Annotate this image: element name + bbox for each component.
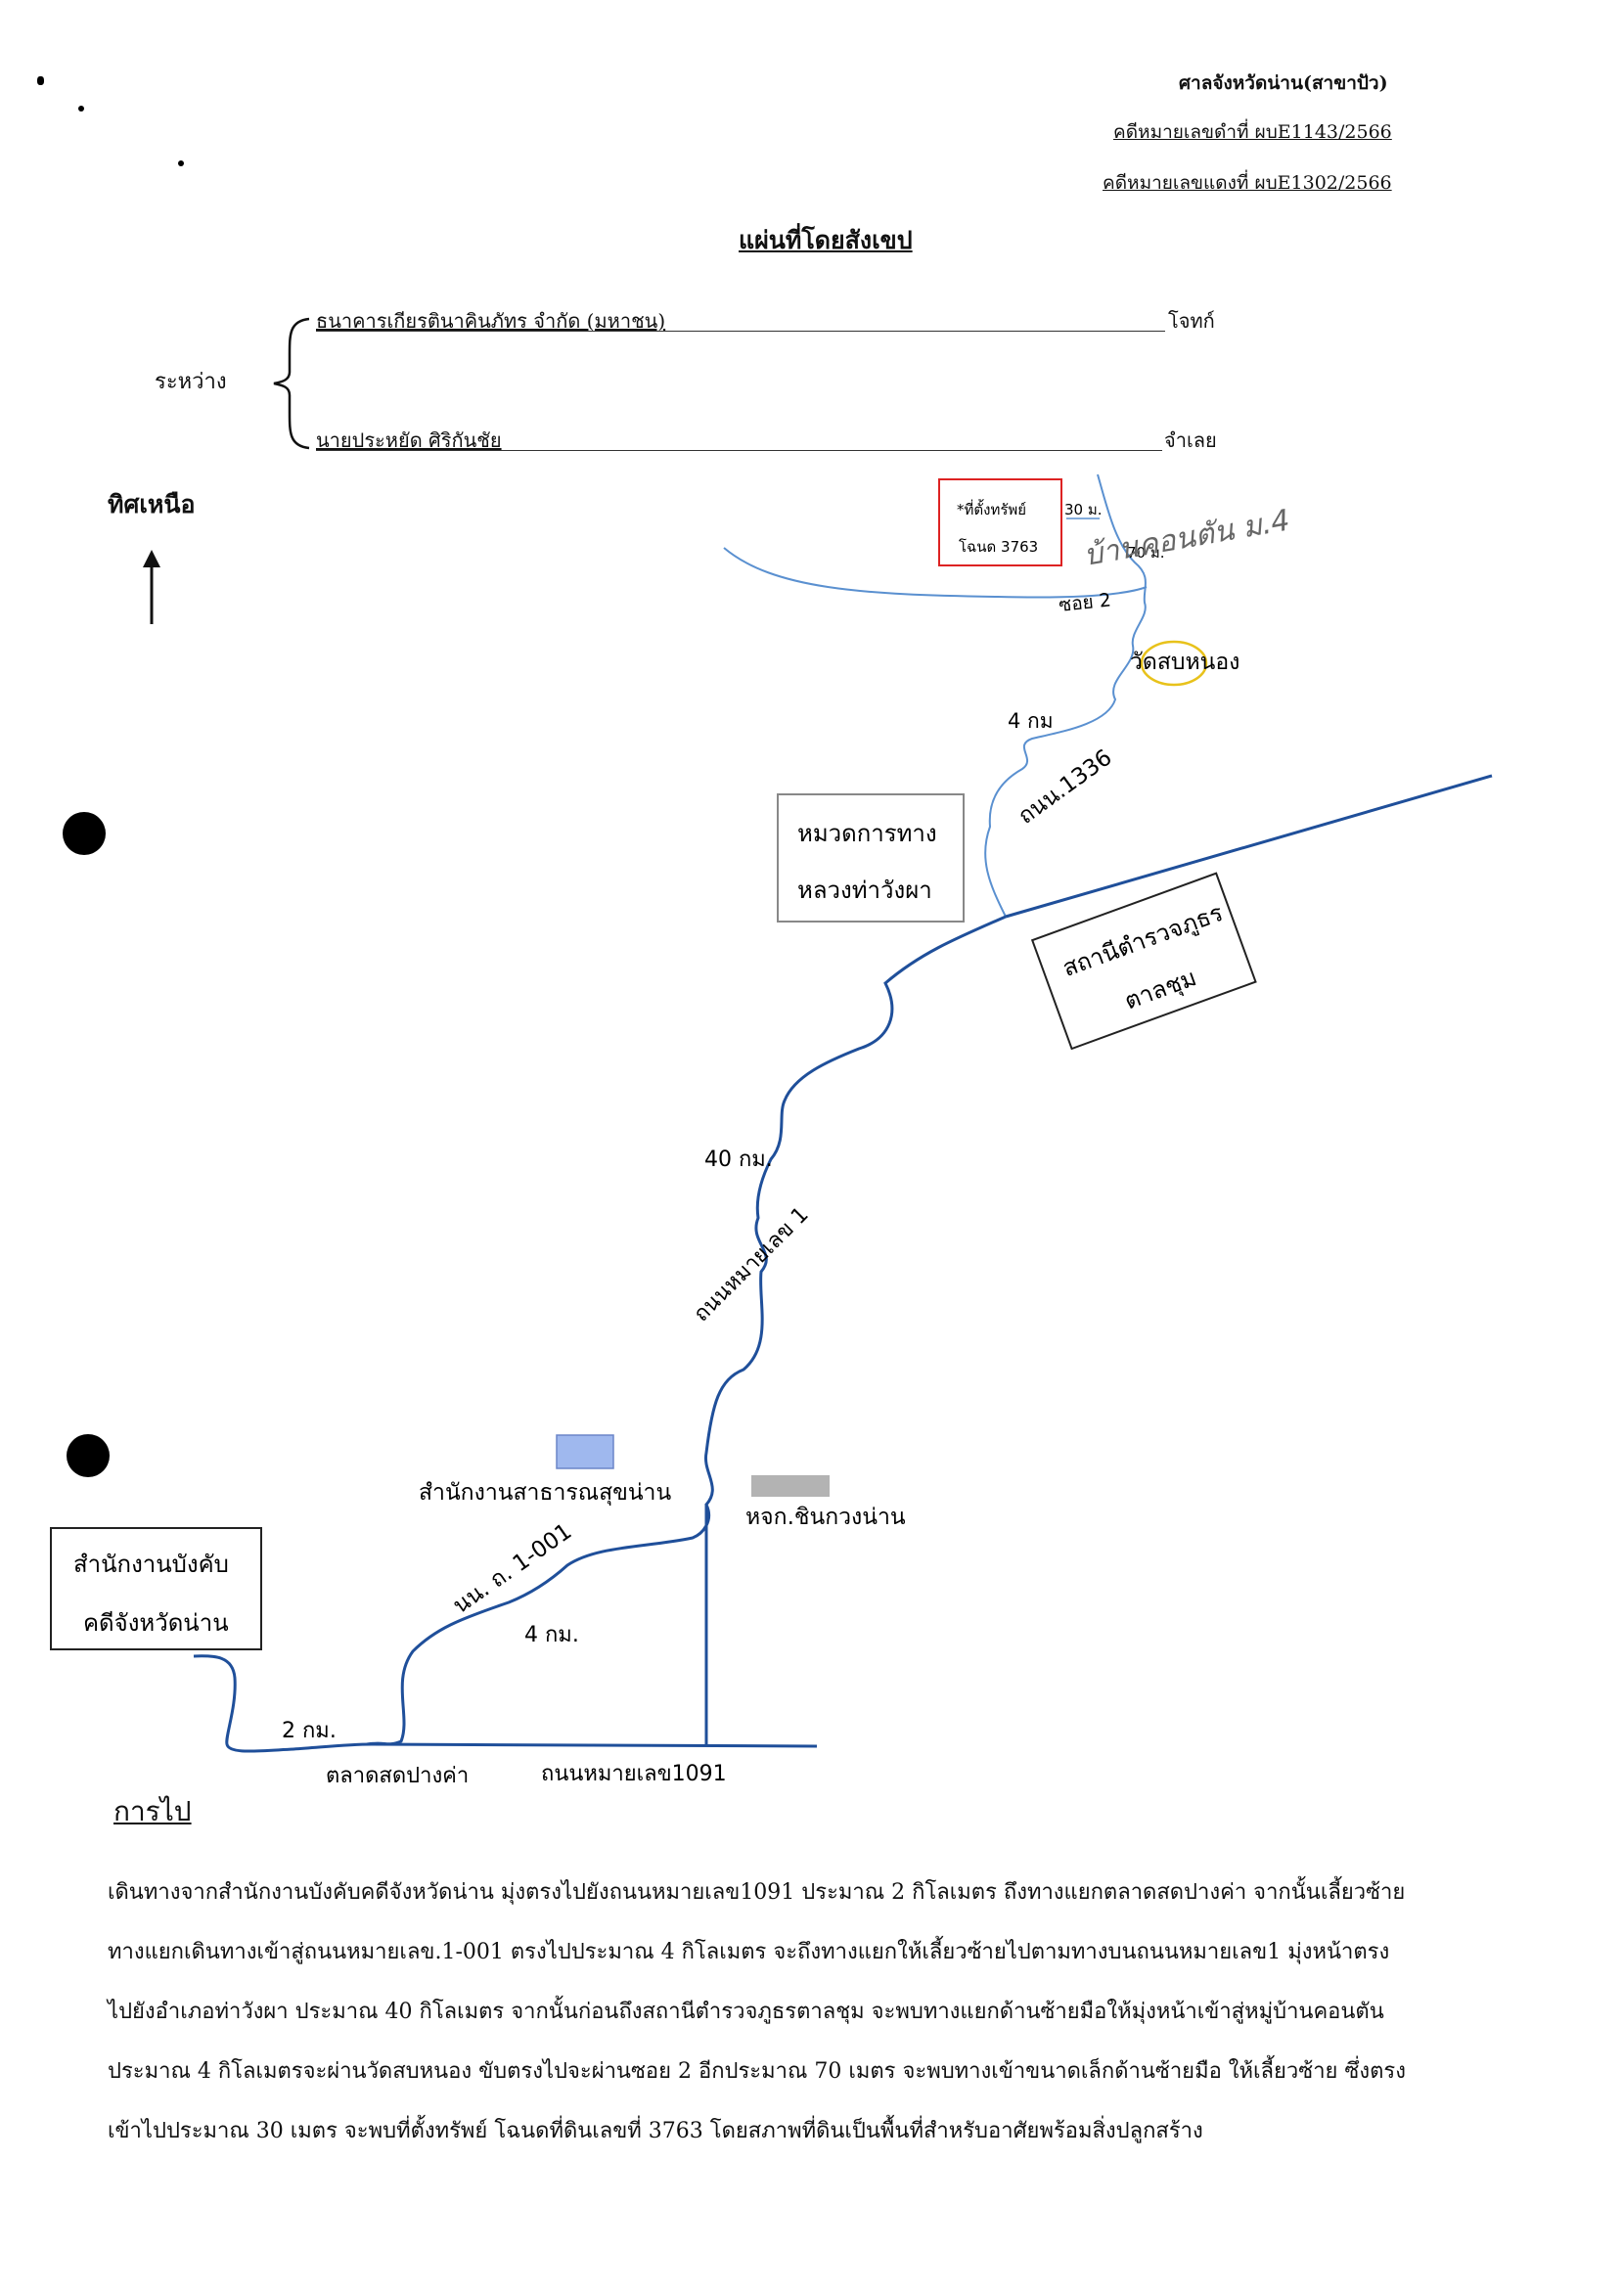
highway-1-label: ถนนหมายเลข 1: [690, 1202, 814, 1327]
health-office-label: สำนักงานสาธารณสุขน่าน: [419, 1480, 671, 1506]
page-title: แผ่นที่โดยสังเขป: [739, 226, 913, 254]
distance-4km-top: 4 กม: [1008, 709, 1054, 733]
property-label-2: โฉนด 3763: [959, 538, 1038, 556]
defendant-line: [316, 450, 1162, 451]
road-1091: [193, 1654, 818, 1753]
enforcement-office-label-1: สำนักงานบังคับ: [73, 1551, 229, 1578]
directions-line: ไปยังอำเภอท่าวังผา ประมาณ 40 กิโลเมตร จา…: [108, 2000, 1384, 2024]
temple-label: วัดสบหนอง: [1130, 650, 1239, 675]
health-office-marker: [556, 1434, 614, 1469]
soi-2-road: [723, 547, 1148, 599]
directions-line: เข้าไปประมาณ 30 เมตร จะพบที่ตั้งทรัพย์ โ…: [108, 2119, 1203, 2143]
police-station-box: [1030, 872, 1257, 1051]
plaintiff-name: ธนาคารเกียรตินาคินภัทร จำกัด (มหาชน): [316, 309, 666, 333]
distance-2km: 2 กม.: [282, 1719, 337, 1743]
temple-marker: [1140, 640, 1208, 687]
plaintiff-role: โจทก์: [1168, 309, 1215, 333]
north-label: ทิศเหนือ: [108, 490, 196, 518]
highway-office-label-2: หลวงท่าวังผา: [797, 877, 932, 904]
handwritten-village-note: บ้านคอนตัน ม.4: [1081, 503, 1292, 572]
enforcement-office-box: [50, 1527, 262, 1650]
punch-hole-bottom: [67, 1434, 110, 1477]
route-map: *ที่ตั้งทรัพย์ โฉนด 3763 30 ม. 70 ม. บ้า…: [50, 473, 1493, 1788]
scan-speck: [78, 106, 84, 112]
road-1336-label: ถนน.1336: [1014, 744, 1116, 829]
black-case-number: คดีหมายเลขดำที่ ผบE1143/2566: [1113, 121, 1392, 143]
between-label: ระหว่าง: [155, 370, 227, 394]
property-label-1: *ที่ตั้งทรัพย์: [957, 499, 1026, 518]
defendant-role: จำเลย: [1164, 428, 1217, 452]
north-arrow-icon: [143, 550, 160, 624]
dealer-marker: [751, 1475, 830, 1497]
market-label: ตลาดสดปางค่า: [326, 1764, 469, 1788]
dealer-label: หจก.ชินกวงน่าน: [745, 1505, 906, 1530]
distance-4km-bottom: 4 กม.: [524, 1623, 579, 1647]
road-1091-label: ถนนหมายเลข1091: [541, 1762, 727, 1786]
road-to-police: [1005, 774, 1493, 919]
highway-office-box: [777, 793, 965, 923]
defendant-name: นายประหยัด ศิริกันชัย: [316, 428, 502, 452]
distance-30m: 30 ม.: [1064, 501, 1103, 518]
road-1001-label: นน. ถ. 1-001: [449, 1518, 577, 1618]
distance-40km: 40 กม.: [704, 1148, 773, 1172]
directions-heading: การไป: [113, 1795, 192, 1827]
party-brace: [273, 317, 310, 450]
scan-speck: [178, 160, 184, 166]
property-box: [938, 478, 1062, 566]
directions-line: เดินทางจากสำนักงานบังคับคดีจังหวัดน่าน ม…: [108, 1880, 1406, 1905]
plaintiff-line: [316, 331, 1165, 332]
highway-1: [366, 915, 1007, 1746]
distance-70m: 70 ม.: [1127, 544, 1165, 562]
directions-paragraph: เดินทางจากสำนักงานบังคับคดีจังหวัดน่าน ม…: [108, 1863, 1536, 2161]
red-case-number: คดีหมายเลขแดงที่ ผบE1302/2566: [1103, 172, 1392, 194]
directions-line: ทางแยกเดินทางเข้าสู่ถนนหมายเลข.1-001 ตรง…: [108, 1940, 1390, 1964]
enforcement-office-label-2: คดีจังหวัดน่าน: [83, 1609, 229, 1637]
road-1336: [984, 473, 1147, 918]
court-name: ศาลจังหวัดน่าน(สาขาปัว): [1179, 72, 1388, 94]
highway-office-label-1: หมวดการทาง: [797, 820, 937, 847]
soi-2-label: ซอย 2: [1058, 589, 1112, 615]
directions-line: ประมาณ 4 กิโลเมตรจะผ่านวัดสบหนอง ขับตรงไ…: [108, 2059, 1406, 2084]
punch-hole-top: [63, 812, 106, 855]
scan-speck: [37, 76, 44, 85]
